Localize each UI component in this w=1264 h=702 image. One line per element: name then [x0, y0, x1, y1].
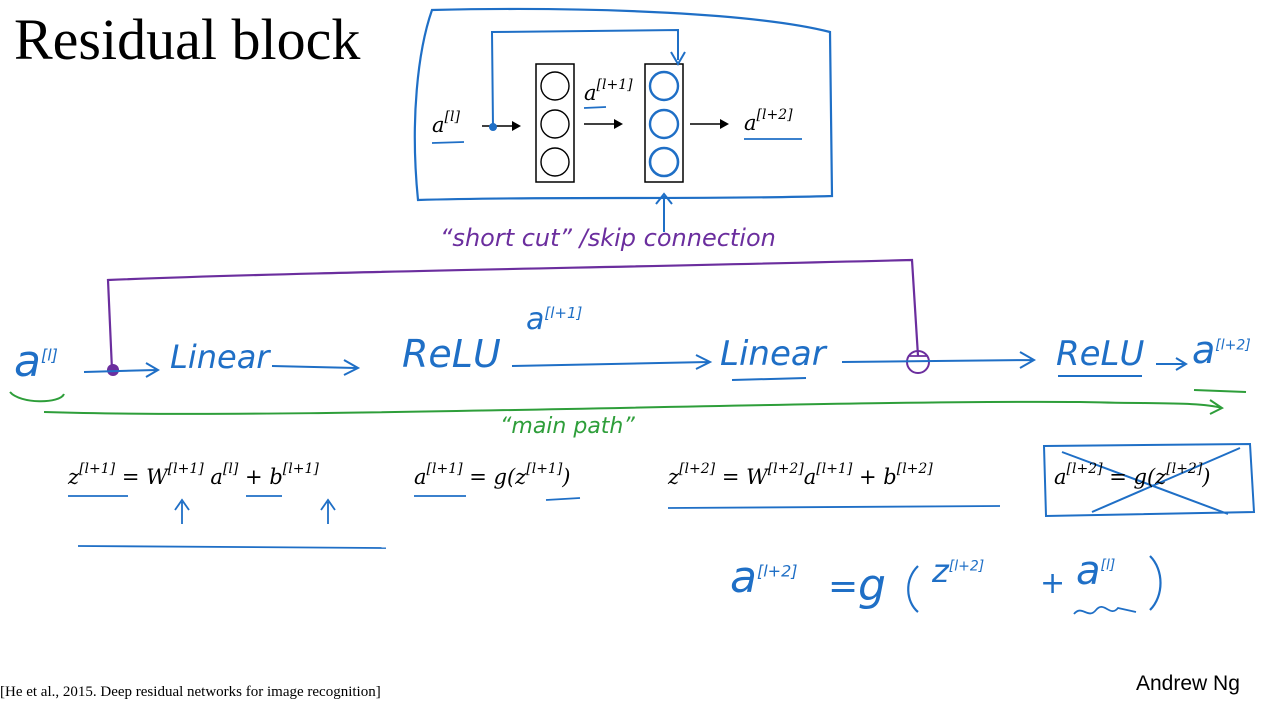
underline [583, 106, 607, 109]
neuron-circle [648, 146, 680, 178]
residual-eq-g: g [858, 560, 886, 611]
skip-start-dot [107, 364, 119, 376]
main-path-annotation: “main path” [500, 414, 635, 439]
underline [1193, 389, 1247, 393]
underline [77, 545, 387, 549]
underline [431, 141, 465, 144]
path-linear1: Linear [170, 338, 270, 376]
author-name: Andrew Ng [1136, 672, 1240, 695]
arrow-right [512, 121, 521, 131]
paren-right [1149, 555, 1162, 611]
underline [731, 377, 807, 381]
skip-connection-line [106, 258, 920, 371]
layer2-box [644, 63, 684, 183]
arrow-down [670, 51, 686, 66]
arrow-right [511, 354, 713, 370]
shortcut-annotation: “short cut” /skip connection [440, 224, 776, 252]
citation: [He et al., 2015. Deep residual networks… [0, 684, 381, 700]
neuron-circle [540, 71, 570, 101]
hidden-activation-label: a[l+1] [584, 77, 633, 105]
equation-a-l1: a[l+1] = g(z[l+1]) [414, 461, 571, 489]
layer1-box [535, 63, 575, 183]
neuron-circle [648, 108, 680, 140]
cross-stroke [1091, 447, 1241, 513]
underline [667, 505, 1001, 509]
path-relu1: ReLU [402, 332, 501, 376]
path-mid-activation: a[l+1] [526, 302, 583, 337]
cross-stroke [1061, 451, 1229, 515]
path-output: a[l+2] [1192, 328, 1251, 372]
residual-eq-lhs: a[l+2] [730, 552, 798, 603]
residual-eq-plus: + [1040, 566, 1066, 601]
arrow-right [83, 362, 160, 378]
output-activation-label: a[l+2] [744, 107, 793, 135]
paren-left [907, 565, 919, 613]
arrow-right [841, 351, 1037, 369]
residual-eq-a: a[l] [1076, 548, 1116, 594]
path-relu2: ReLU [1056, 334, 1145, 374]
arrow-up [320, 498, 336, 524]
equation-a-l2-crossed: a[l+2] = g(z[l+2]) [1054, 461, 1211, 489]
input-activation-label: a[l] [432, 109, 460, 137]
arrow-up [655, 192, 673, 232]
path-input: a[l] [14, 336, 58, 387]
underline-squiggle [1073, 605, 1137, 615]
neuron-circle [540, 109, 570, 139]
arrow-up [174, 498, 190, 524]
crossed-box [1042, 442, 1256, 518]
underline [545, 497, 581, 501]
arrow-right [614, 119, 623, 129]
schematic-skip-line [490, 28, 679, 128]
equation-z-l2: z[l+2] = W[l+2]a[l+1] + b[l+2] [668, 461, 933, 489]
path-linear2: Linear [720, 334, 826, 374]
residual-eq-equals: = [828, 566, 859, 607]
neuron-circle [648, 70, 680, 102]
page-title: Residual block [14, 7, 361, 72]
main-path-curve [9, 391, 1224, 415]
equation-z-l1: z[l+1] = W[l+1] a[l] + b[l+1] [68, 461, 319, 489]
schematic-box [413, 7, 834, 202]
arrow-right [1156, 357, 1188, 371]
residual-eq-z: z[l+2] [932, 552, 985, 590]
arrow-right [720, 119, 729, 129]
arrow-right [271, 359, 361, 376]
neuron-circle [540, 147, 570, 177]
